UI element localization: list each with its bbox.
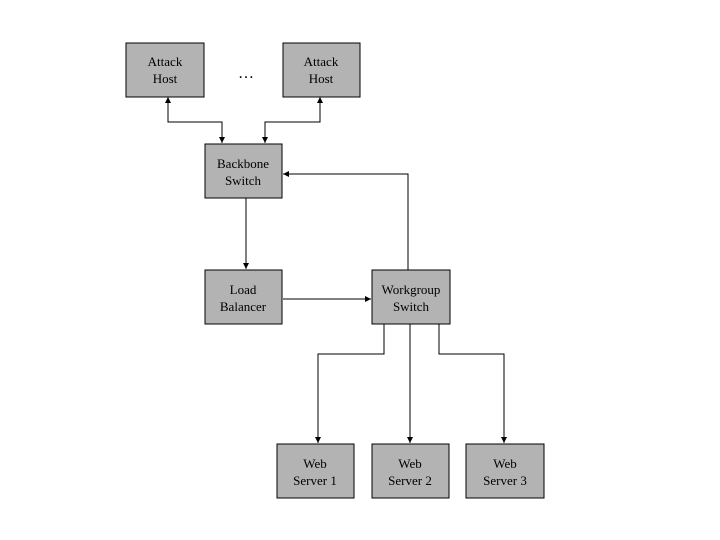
attack-host-2-label-line1: Attack bbox=[304, 54, 339, 69]
load-balancer-node: Load Balancer bbox=[204, 269, 283, 325]
web-server-2-label-line1: Web bbox=[398, 456, 422, 471]
attack-host-1-label-line1: Attack bbox=[148, 54, 183, 69]
backbone-switch-label-line1: Backbone bbox=[217, 156, 269, 171]
attack-host-1-node: Attack Host bbox=[125, 42, 205, 98]
load-balancer-label-line2: Balancer bbox=[220, 299, 267, 314]
edge-attack-host-1-backbone bbox=[165, 97, 225, 143]
web-server-1-label-line2: Server 1 bbox=[293, 473, 337, 488]
workgroup-switch-node: Workgroup Switch bbox=[371, 269, 451, 325]
edge-workgroup-web-server-1 bbox=[315, 324, 385, 443]
workgroup-switch-label-line2: Switch bbox=[393, 299, 430, 314]
web-server-2-node: Web Server 2 bbox=[371, 443, 450, 499]
web-server-3-node: Web Server 3 bbox=[465, 443, 545, 499]
load-balancer-label-line1: Load bbox=[230, 282, 257, 297]
backbone-switch-node: Backbone Switch bbox=[204, 143, 283, 199]
attack-host-2-label-line2: Host bbox=[309, 71, 334, 86]
edge-workgroup-backbone bbox=[283, 171, 409, 270]
attack-host-1-label-line2: Host bbox=[153, 71, 178, 86]
web-server-3-label-line2: Server 3 bbox=[483, 473, 527, 488]
workgroup-switch-label-line1: Workgroup bbox=[382, 282, 441, 297]
web-server-1-label-line1: Web bbox=[303, 456, 327, 471]
ellipsis: … bbox=[238, 65, 254, 82]
web-server-1-node: Web Server 1 bbox=[276, 443, 355, 499]
web-server-2-label-line2: Server 2 bbox=[388, 473, 432, 488]
backbone-switch-label-line2: Switch bbox=[225, 173, 262, 188]
edge-attack-host-2-backbone bbox=[262, 97, 323, 143]
edge-workgroup-web-server-3 bbox=[438, 324, 507, 443]
web-server-3-label-line1: Web bbox=[493, 456, 517, 471]
attack-host-2-node: Attack Host bbox=[282, 42, 361, 98]
